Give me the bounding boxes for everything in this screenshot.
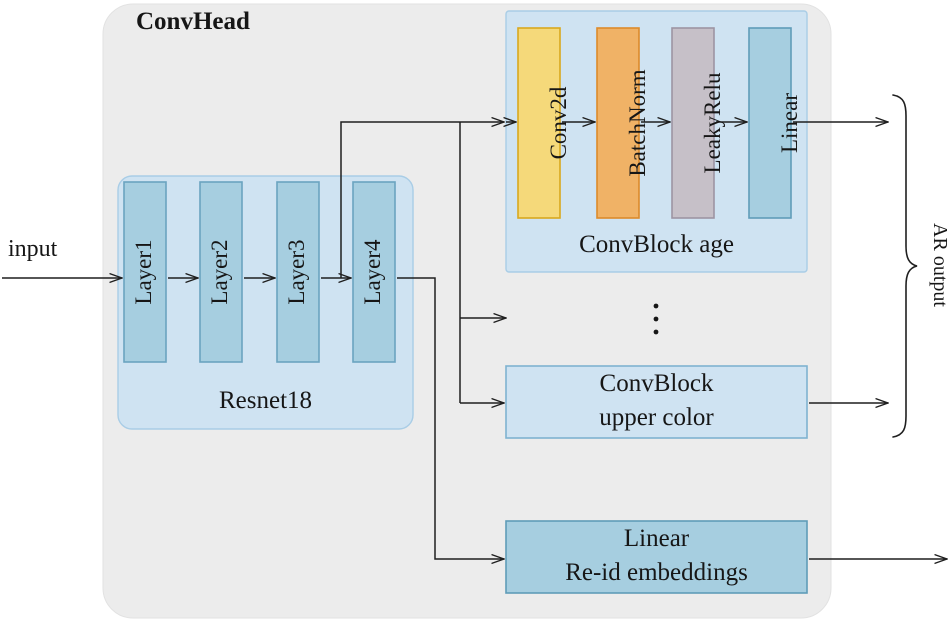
stage-block-batchnorm [596, 27, 640, 219]
convblock-age-label: ConvBlock age [579, 231, 734, 258]
ar-output-label: AR output [929, 223, 951, 307]
reid-line1: Linear [623, 525, 690, 552]
layer-label-4: Layer4 [360, 239, 385, 305]
ellipsis-dot-3 [653, 329, 659, 335]
stage-block-conv2d [517, 27, 561, 219]
convblock-upper-color-line2: upper color [599, 404, 714, 431]
layer-block-1 [123, 181, 167, 363]
wire-layer4-to-reid [397, 277, 504, 559]
stage-block-leakyrelu [671, 27, 715, 219]
reid-block [505, 520, 808, 594]
convblock-upper-color-block [505, 365, 808, 439]
page-title: ConvHead [136, 8, 250, 35]
reid-line2: Re-id embeddings [565, 559, 748, 586]
layer-label-3: Layer3 [284, 239, 309, 305]
ellipsis-dot-1 [653, 303, 659, 309]
layer-block-2 [199, 181, 243, 363]
layer-block-4 [352, 181, 396, 363]
convblock-age-container [505, 10, 808, 273]
stage-block-linear [748, 27, 792, 219]
layer-label-2: Layer2 [207, 239, 232, 305]
ar-output-brace [892, 94, 918, 438]
resnet18-label: Resnet18 [218, 387, 313, 414]
layer-block-3 [276, 181, 320, 363]
layer-label-1: Layer1 [131, 239, 156, 305]
input-label: input [8, 236, 58, 262]
stage-label-conv2d: Conv2d [546, 86, 571, 160]
stage-label-batchnorm: BatchNorm [625, 69, 650, 177]
stage-label-leakyrelu: LeakyRelu [700, 72, 725, 174]
wire-layer3-tap-up [340, 121, 460, 278]
stage-label-linear: Linear [777, 93, 802, 154]
ellipsis-dot-2 [653, 316, 659, 322]
resnet18-container [117, 175, 414, 430]
convblock-upper-color-line1: ConvBlock [599, 370, 714, 397]
